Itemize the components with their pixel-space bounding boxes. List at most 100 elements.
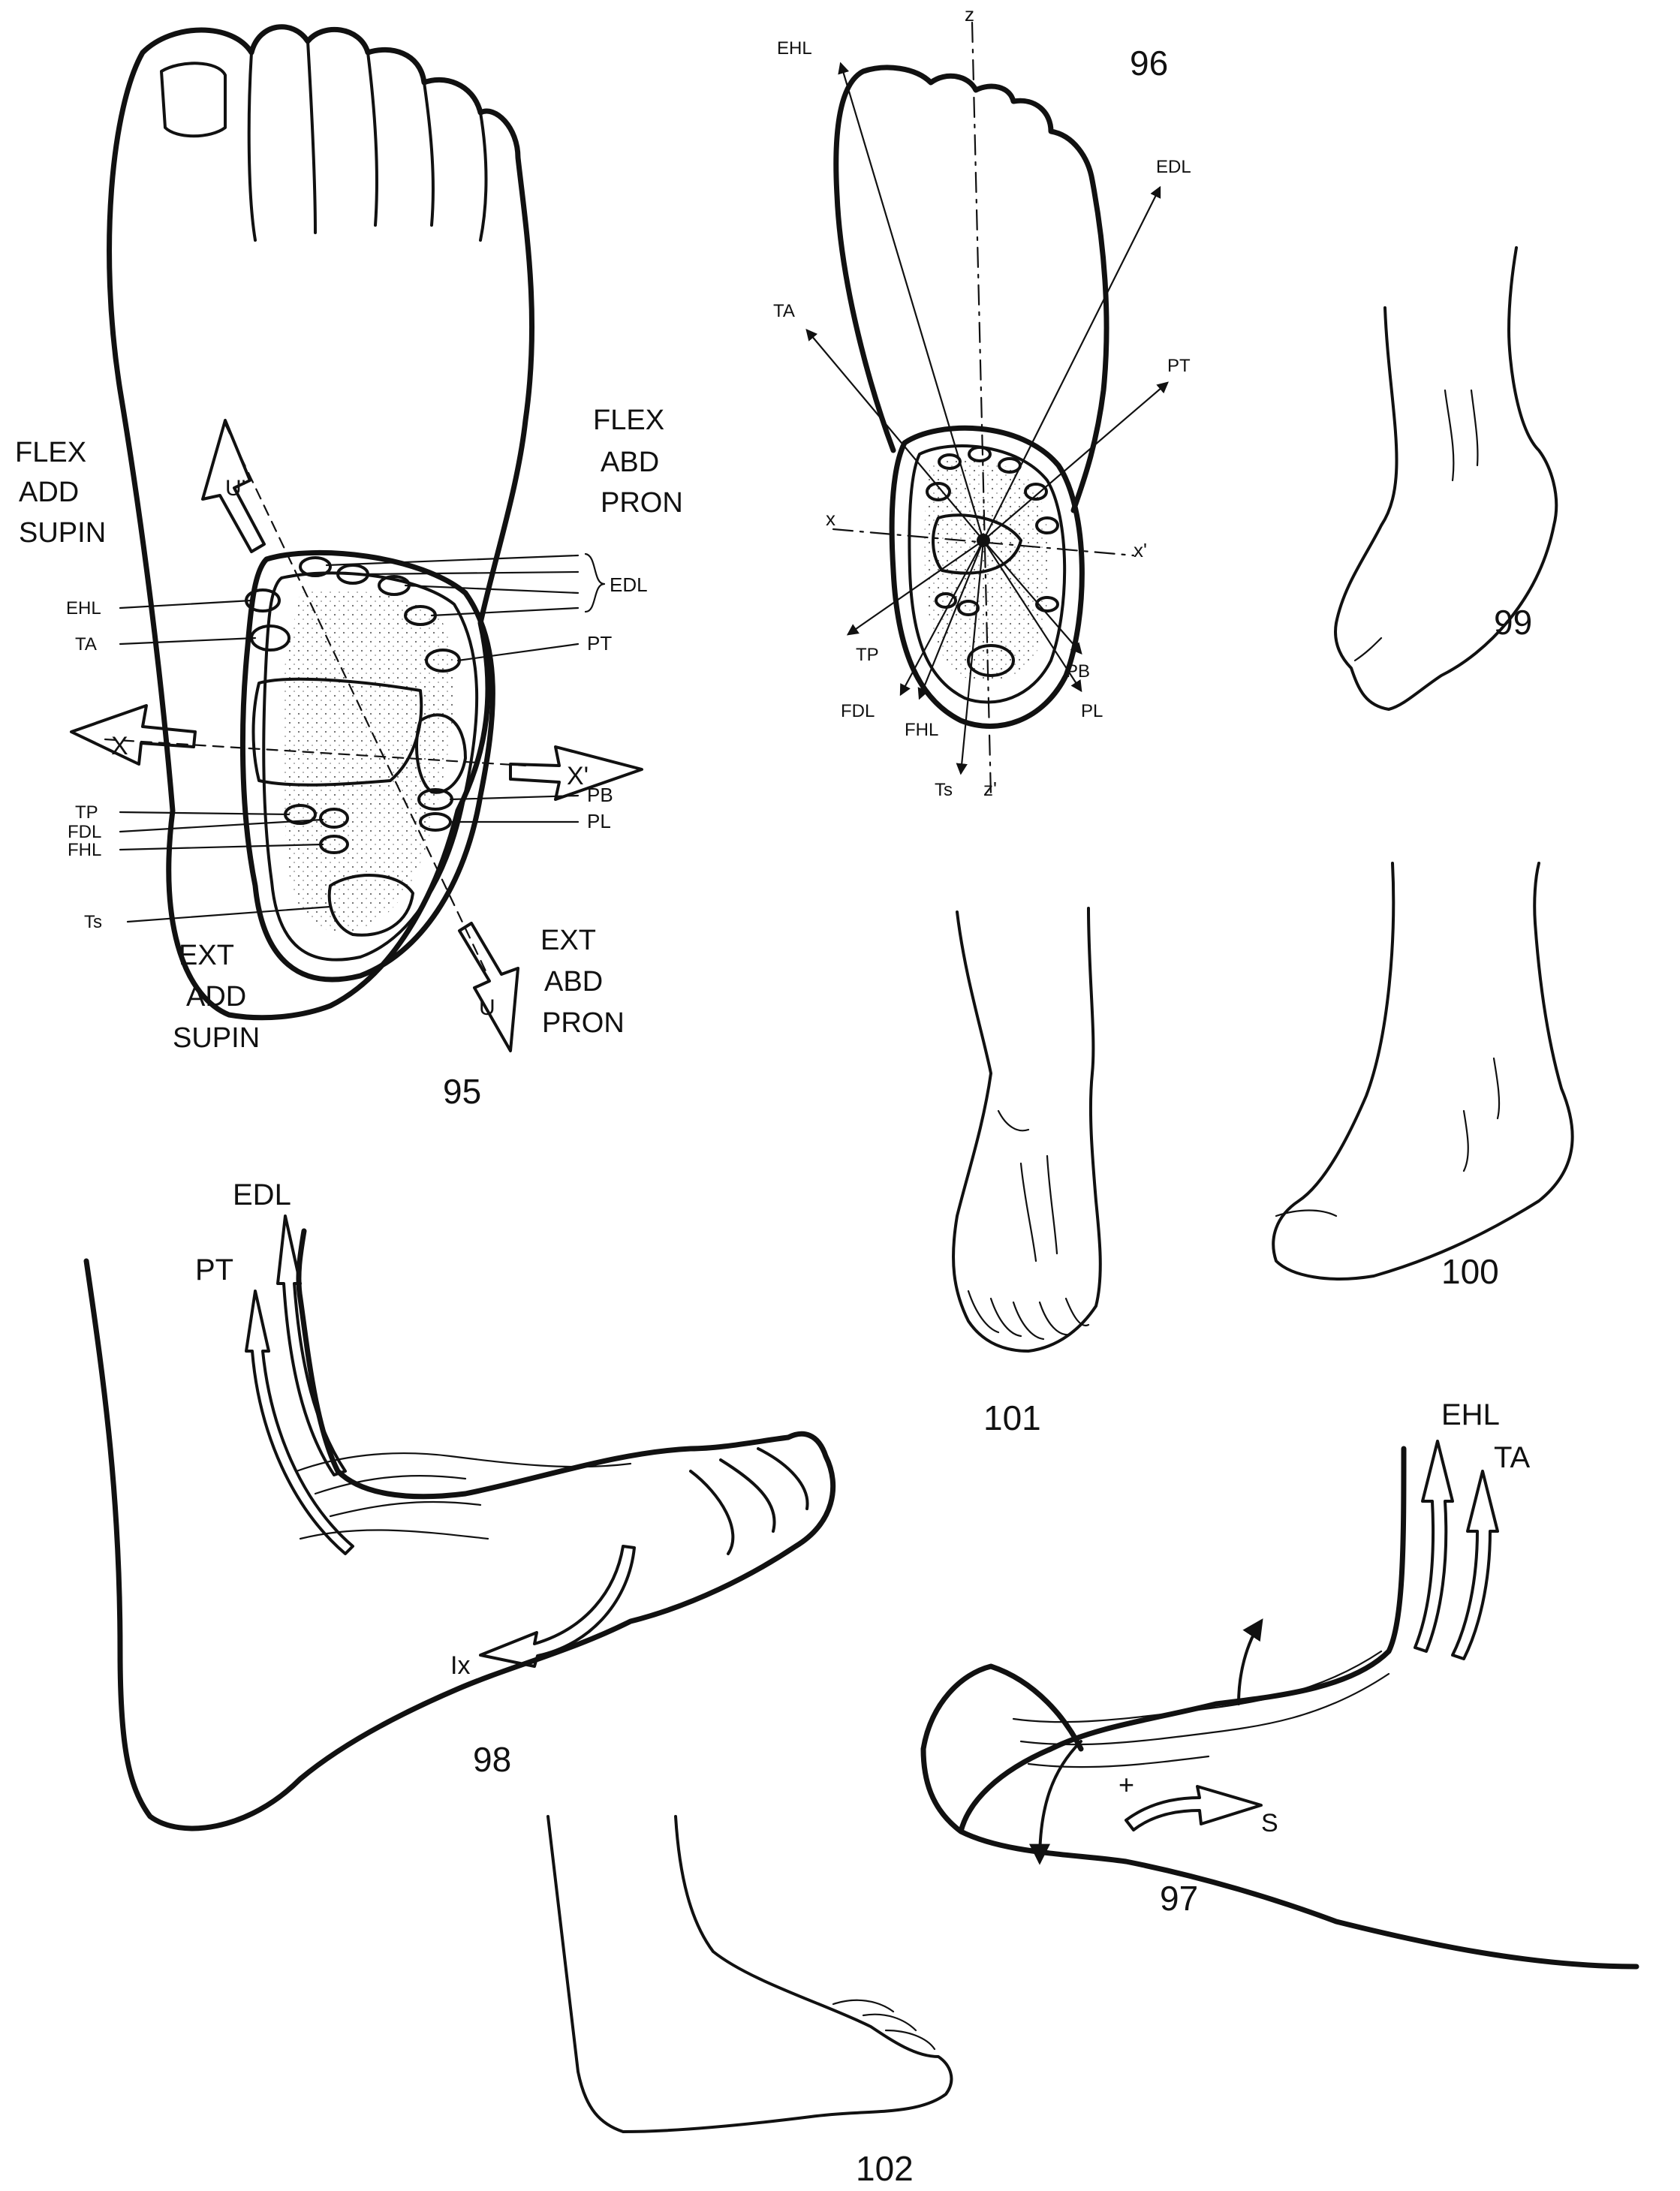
fig95-br-1: EXT xyxy=(540,925,596,956)
fig95-label-ts: Ts xyxy=(84,912,102,932)
fig96-label-ts: Ts xyxy=(935,780,953,800)
fig98-label-pt: PT xyxy=(195,1254,233,1287)
fig98-label-edl: EDL xyxy=(233,1178,291,1211)
fig95-bl-2: ADD xyxy=(186,981,246,1013)
fig97-curved-arrow-up xyxy=(1237,1618,1263,1705)
fig95-axis-u xyxy=(224,423,489,977)
fig95-tr-2: ABD xyxy=(601,447,659,478)
figure-100: 100 xyxy=(1272,862,1574,1291)
fig96-label-ehl: EHL xyxy=(777,38,812,59)
fig95-bl-3: SUPIN xyxy=(173,1022,260,1054)
fig101-number: 101 xyxy=(983,1398,1041,1437)
fig95-axis-x xyxy=(104,738,527,767)
fig95-label-u: U xyxy=(479,995,495,1020)
fig96-label-fhl: FHL xyxy=(905,720,938,740)
fig102-toes xyxy=(832,1999,936,2051)
fig95-bl-1: EXT xyxy=(179,940,234,971)
fig95-label-ta: TA xyxy=(75,634,97,655)
figure-97: EHL TA S + 97 xyxy=(920,1398,1639,1970)
fig96-label-ta: TA xyxy=(773,301,795,321)
fig98-leg-foot xyxy=(83,1228,836,1831)
fig95-leaders-right xyxy=(325,552,606,823)
figure-95: FLEX ADD SUPIN FLEX ABD PRON EXT ADD SUP… xyxy=(15,24,683,1111)
figure-101: 101 xyxy=(952,907,1102,1437)
fig97-curved-arrow-down xyxy=(1029,1740,1082,1865)
fig96-label-tp: TP xyxy=(856,645,879,665)
fig95-bone-calcaneus xyxy=(327,874,414,937)
fig98-tendon-band xyxy=(295,1452,632,1540)
fig95-label-fhl: FHL xyxy=(68,840,101,860)
fig95-section-outer xyxy=(239,549,495,983)
fig95-label-edl: EDL xyxy=(610,573,648,596)
fig98-number: 98 xyxy=(473,1740,511,1779)
fig95-label-pl: PL xyxy=(587,810,611,832)
fig100-leg-foot xyxy=(1272,862,1574,1281)
fig101-leg-foot xyxy=(952,907,1102,1353)
fig99-number: 99 xyxy=(1494,603,1532,642)
fig98-arrow-pt xyxy=(245,1290,354,1555)
fig96-label-pl: PL xyxy=(1081,701,1103,721)
fig101-toes xyxy=(967,1109,1090,1341)
fig98-label-ix: Ix xyxy=(450,1651,470,1680)
fig96-tendon-ovals xyxy=(926,446,1059,677)
fig96-foot-outline xyxy=(833,65,1109,513)
fig95-arrow-u-prime xyxy=(201,419,266,553)
fig96-axis-z xyxy=(971,21,992,797)
fig96-label-x-prime: x' xyxy=(1134,539,1147,561)
fig95-toenail xyxy=(160,62,227,138)
fig102-leg-foot xyxy=(546,1815,953,2133)
fig97-label-ta: TA xyxy=(1494,1441,1530,1474)
fig95-br-2: ABD xyxy=(544,966,603,998)
fig95-tl-2: ADD xyxy=(19,477,79,508)
fig97-label-ehl: EHL xyxy=(1441,1398,1500,1431)
fig96-label-pb: PB xyxy=(1066,661,1090,682)
fig95-label-tp: TP xyxy=(75,802,98,823)
fig97-arrow-ta xyxy=(1451,1470,1499,1660)
fig96-section-inner xyxy=(908,444,1067,704)
fig95-label-ehl: EHL xyxy=(66,598,101,618)
fig99-leg-foot xyxy=(1334,246,1558,711)
fig95-br-3: PRON xyxy=(542,1007,625,1039)
fig97-leg-foot xyxy=(920,1446,1639,1970)
fig95-leaders-left xyxy=(119,599,332,923)
fig96-label-edl: EDL xyxy=(1156,157,1191,177)
fig97-arrow-ehl xyxy=(1414,1440,1454,1653)
fig95-label-x: X xyxy=(111,732,128,760)
fig96-label-z: z xyxy=(965,3,974,26)
figure-99: 99 xyxy=(1334,246,1558,711)
figure-96: EHL EDL TA PT TP PB FDL FHL PL Ts z z' x… xyxy=(773,3,1191,800)
fig96-label-pt: PT xyxy=(1167,356,1191,376)
fig95-arrow-u xyxy=(458,922,519,1052)
fig96-number: 96 xyxy=(1130,44,1168,83)
fig95-tl-3: SUPIN xyxy=(19,517,106,549)
figure-98: EDL PT Ix 98 xyxy=(83,1178,836,1831)
fig97-label-s: S xyxy=(1261,1809,1278,1837)
fig95-tendon-ovals xyxy=(245,556,461,854)
fig96-label-x: x xyxy=(826,507,835,530)
fig97-number: 97 xyxy=(1160,1879,1198,1918)
fig100-number: 100 xyxy=(1441,1252,1499,1291)
fig97-label-plus: + xyxy=(1118,1769,1134,1800)
fig95-number: 95 xyxy=(443,1072,481,1111)
fig97-tendon-band xyxy=(1012,1650,1390,1768)
fig95-label-pt: PT xyxy=(587,632,612,655)
fig98-arrow-edl xyxy=(276,1214,347,1476)
fig98-arrow-ix xyxy=(479,1545,636,1668)
fig96-arrows xyxy=(805,62,1169,775)
fig96-label-z-prime: z' xyxy=(983,778,997,800)
fig95-bone-talus xyxy=(251,677,423,787)
fig95-section-inner xyxy=(262,571,479,962)
fig100-detail xyxy=(1275,1057,1501,1217)
fig95-tr-3: PRON xyxy=(601,487,683,519)
figure-102: 102 xyxy=(546,1815,953,2188)
fig96-section-outline xyxy=(889,425,1085,729)
fig95-label-u-prime: U' xyxy=(225,476,245,501)
fig95-arrow-x xyxy=(70,704,197,766)
fig95-toe-lines xyxy=(247,40,488,242)
fig95-label-pb: PB xyxy=(587,784,613,806)
fig95-tl-1: FLEX xyxy=(15,437,86,468)
fig98-toes xyxy=(689,1447,809,1555)
fig102-number: 102 xyxy=(856,2149,914,2188)
fig95-tr-1: FLEX xyxy=(593,405,664,436)
